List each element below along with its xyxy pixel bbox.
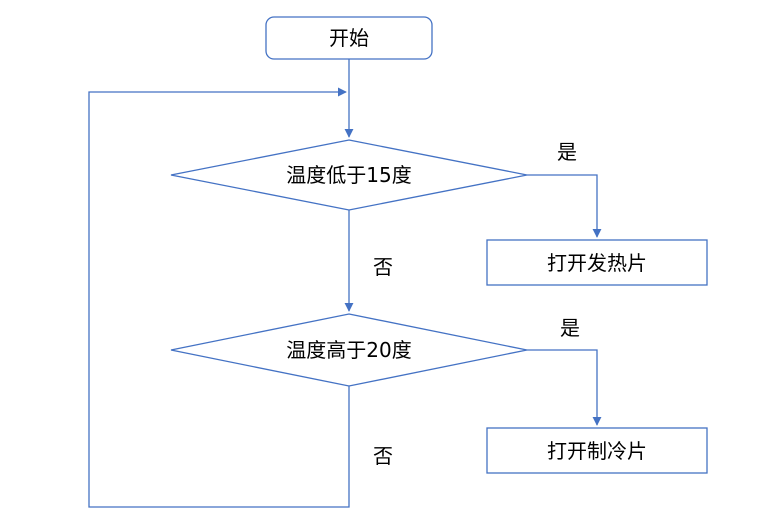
connector-decision2-no-loop bbox=[88, 87, 350, 508]
decision2-label: 温度高于20度 bbox=[286, 338, 411, 362]
start-node-label: 开始 bbox=[329, 26, 369, 50]
decision2-yes-label: 是 bbox=[560, 316, 580, 340]
decision1-yes-label: 是 bbox=[557, 140, 577, 164]
connector-decision2-yes bbox=[527, 349, 602, 426]
decision1-label: 温度低于15度 bbox=[286, 163, 411, 187]
decision2-no-label: 否 bbox=[373, 444, 393, 468]
decision1-no-label: 否 bbox=[373, 255, 393, 279]
heater-node bbox=[486, 239, 708, 286]
heater-node-label: 打开发热片 bbox=[547, 251, 647, 275]
cooler-node-label: 打开制冷片 bbox=[547, 439, 647, 463]
connector-decision1-yes bbox=[527, 174, 602, 238]
cooler-node bbox=[486, 427, 708, 474]
